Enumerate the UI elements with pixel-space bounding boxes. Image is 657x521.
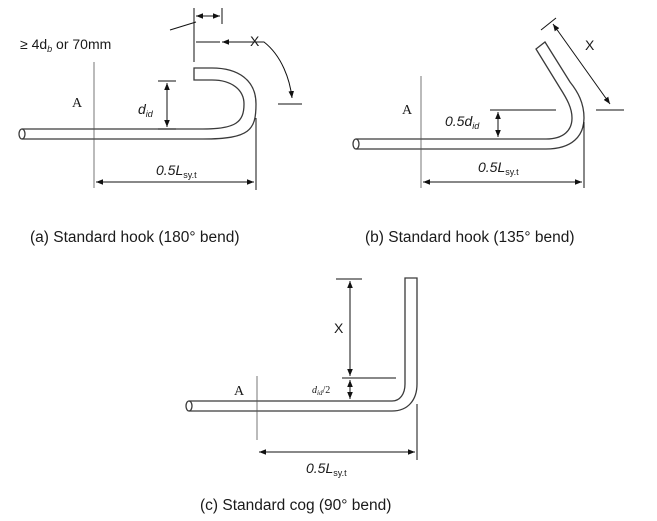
panel-a-standard-hook-180: A did ≥ 4db or 70mm X 0.5Lsy.t (a) Stand… [18,8,302,246]
panel-b-x-tick-top [540,17,557,31]
panel-c-rad-label: did/2 [312,385,330,397]
panel-c-x-label: X [334,320,344,336]
panel-a-dev-label: 0.5Lsy.t [156,162,197,180]
panel-c-dev-label: 0.5Lsy.t [306,460,347,478]
panel-c-bar-end [185,400,193,412]
panel-a-x-arrow [222,39,295,99]
panel-a-dia-label: did [138,101,154,119]
panel-b-x-arrow [552,23,611,105]
panel-b-rad-label: 0.5did [445,113,480,131]
panel-a-caption: (a) Standard hook (180° bend) [30,229,240,246]
panel-b-x-label: X [585,37,595,53]
panel-b-bar [356,41,585,150]
panel-c-section-label: A [234,384,245,399]
panel-b-standard-hook-135: A 0.5did X 0.5Lsy.t (b) Standard hook (1… [352,17,624,246]
panel-c-bar [189,277,418,412]
panel-c-caption: (c) Standard cog (90° bend) [200,497,391,514]
panel-b-dev-label: 0.5Lsy.t [478,159,519,177]
panel-a-section-label: A [72,96,83,111]
panel-a-bar-end [18,128,26,140]
panel-b-section-label: A [402,103,413,118]
panel-b-bar-end [352,138,360,150]
panel-a-cover-leader [169,21,197,31]
panel-a-cover-label: ≥ 4db or 70mm [20,36,111,54]
panel-a-x-label: X [250,33,260,49]
panel-b-caption: (b) Standard hook (135° bend) [365,229,575,246]
panel-c-standard-cog-90: A X did/2 0.5Lsy.t (c) Standard cog (90°… [185,277,418,514]
panel-a-bar [22,67,257,140]
